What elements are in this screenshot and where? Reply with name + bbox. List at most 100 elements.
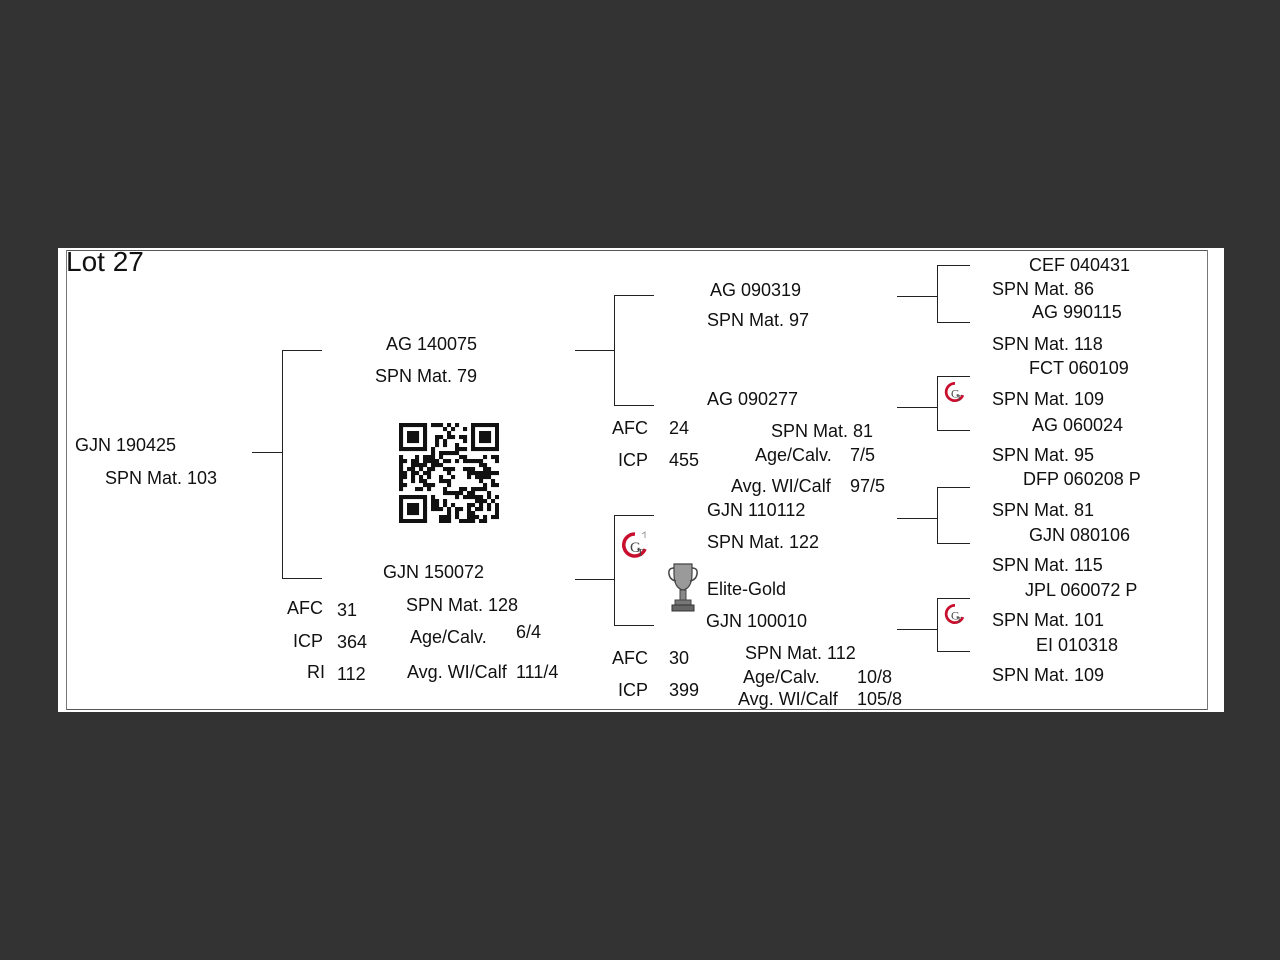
dam-ri-value: 112 — [337, 664, 366, 684]
dam-dam-spn: SPN Mat. 112 — [745, 643, 856, 663]
connector-g3-1-dam — [937, 322, 970, 323]
sire-dam-afc-label: AFC — [612, 418, 648, 438]
svg-text:T: T — [637, 547, 644, 559]
dam-dam-icp-value: 399 — [669, 680, 700, 700]
subject-id: GJN 190425 — [75, 435, 177, 455]
qr-code-icon — [399, 423, 499, 523]
connector-dam — [282, 578, 322, 579]
dam-ri-label: RI — [307, 662, 325, 682]
connector-sire — [282, 350, 322, 351]
connector-sire-out — [575, 350, 615, 351]
g3-3-id: FCT 060109 — [1029, 358, 1129, 378]
connector-sire-dam — [614, 405, 654, 406]
connector-g3-4-dam — [937, 651, 970, 652]
connector-g3-4-sire — [937, 598, 970, 599]
dam-dam-afc-value: 30 — [669, 648, 690, 668]
connector-g3-2-out — [897, 407, 938, 408]
g3-7-id: JPL 060072 P — [1025, 580, 1138, 600]
sire-dam-icp-value: 455 — [669, 450, 700, 470]
dam-id: GJN 150072 — [383, 562, 485, 582]
g3-1-id: CEF 040431 — [1029, 255, 1131, 275]
sire-sire-spn: SPN Mat. 97 — [707, 310, 810, 330]
sire-dam-icp-label: ICP — [618, 450, 649, 470]
connector-g3-1-vertical — [937, 265, 938, 323]
connector-gen1-vertical — [282, 350, 283, 579]
sire-dam-afc-value: 24 — [669, 418, 690, 438]
connector-dam-sire — [614, 515, 654, 516]
g3-5-id: DFP 060208 P — [1023, 469, 1141, 489]
dam-dam-agecalv-label: Age/Calv. — [743, 667, 820, 687]
dam-agecalv-label: Age/Calv. — [410, 627, 487, 647]
connector-gen2-sire-vertical — [614, 295, 615, 406]
sire-id: AG 140075 — [386, 334, 478, 354]
connector-dam-out — [575, 579, 615, 580]
g3-6-spn: SPN Mat. 115 — [992, 555, 1103, 575]
lot-title: Lot 27 — [66, 246, 144, 277]
svg-text:T: T — [957, 393, 963, 403]
sire-spn: SPN Mat. 79 — [375, 366, 478, 386]
dam-dam-avgwi-value: 105/8 — [857, 689, 903, 709]
gt-logo-icon: G T — [944, 381, 965, 403]
g3-4-spn: SPN Mat. 95 — [992, 445, 1095, 465]
g3-3-spn: SPN Mat. 109 — [992, 389, 1105, 409]
g3-1-spn: SPN Mat. 86 — [992, 279, 1095, 299]
dam-sire-id: GJN 110112 — [707, 500, 806, 520]
connector-g3-4-vertical — [937, 598, 938, 652]
dam-dam-avgwi-label: Avg. WI/Calf — [738, 689, 838, 709]
frame-bottom-rule — [66, 709, 1207, 710]
sire-dam-avgwi-value: 97/5 — [850, 476, 886, 496]
connector-gen2-dam-vertical — [614, 515, 615, 626]
connector-dam-dam — [614, 625, 654, 626]
g3-2-spn: SPN Mat. 118 — [992, 334, 1103, 354]
trophy-icon — [668, 563, 698, 612]
svg-text:T: T — [957, 615, 963, 625]
frame-left-rule — [66, 250, 67, 710]
pedigree-sheet — [58, 248, 1224, 712]
sire-dam-spn: SPN Mat. 81 — [771, 421, 874, 441]
dam-afc-label: AFC — [287, 598, 323, 618]
svg-text:G: G — [951, 388, 960, 401]
connector-g3-1-out — [897, 296, 938, 297]
connector-g3-3-vertical — [937, 487, 938, 544]
dam-dam-agecalv-value: 10/8 — [857, 667, 893, 687]
connector-g3-2-vertical — [937, 376, 938, 431]
g3-5-spn: SPN Mat. 81 — [992, 500, 1095, 520]
sire-dam-id: AG 090277 — [707, 389, 799, 409]
dam-agecalv-value: 6/4 — [516, 622, 542, 642]
frame-right-rule — [1207, 250, 1208, 710]
svg-text:G: G — [951, 610, 960, 623]
connector-sire-sire — [614, 295, 654, 296]
connector-g3-2-dam — [937, 430, 970, 431]
dam-icp-label: ICP — [293, 631, 324, 651]
dam-spn: SPN Mat. 128 — [406, 595, 519, 615]
sire-dam-agecalv-label: Age/Calv. — [755, 445, 832, 465]
g3-4-id: AG 060024 — [1032, 415, 1124, 435]
svg-text:G: G — [630, 540, 641, 556]
connector-g3-4-out — [897, 629, 938, 630]
dam-dam-icp-label: ICP — [618, 680, 649, 700]
dam-avgwi-label: Avg. WI/Calf — [407, 662, 507, 682]
connector-g3-3-out — [897, 518, 938, 519]
dam-avgwi-value: 111/4 — [516, 662, 559, 682]
dam-icp-value: 364 — [337, 632, 368, 652]
connector-subject — [252, 452, 283, 453]
dam-dam-afc-label: AFC — [612, 648, 648, 668]
g3-7-spn: SPN Mat. 101 — [992, 610, 1105, 630]
connector-g3-3-dam — [937, 543, 970, 544]
connector-g3-2-sire — [937, 376, 970, 377]
sire-dam-avgwi-label: Avg. WI/Calf — [731, 476, 831, 496]
sire-sire-id: AG 090319 — [710, 280, 802, 300]
subject-spn: SPN Mat. 103 — [105, 468, 218, 488]
g3-2-id: AG 990115 — [1032, 302, 1122, 322]
dam-afc-value: 31 — [337, 600, 358, 620]
dam-dam-id: GJN 100010 — [706, 611, 808, 631]
frame-top-rule — [66, 250, 1207, 251]
g3-8-id: EI 010318 — [1036, 635, 1119, 655]
gt-logo-icon: G T — [622, 531, 647, 559]
dam-sire-spn: SPN Mat. 122 — [707, 532, 820, 552]
g3-8-spn: SPN Mat. 109 — [992, 665, 1105, 685]
sire-dam-agecalv-value: 7/5 — [850, 445, 876, 465]
connector-g3-3-sire — [937, 487, 970, 488]
gt-logo-icon: G T — [944, 603, 965, 625]
connector-g3-1-sire — [937, 265, 970, 266]
